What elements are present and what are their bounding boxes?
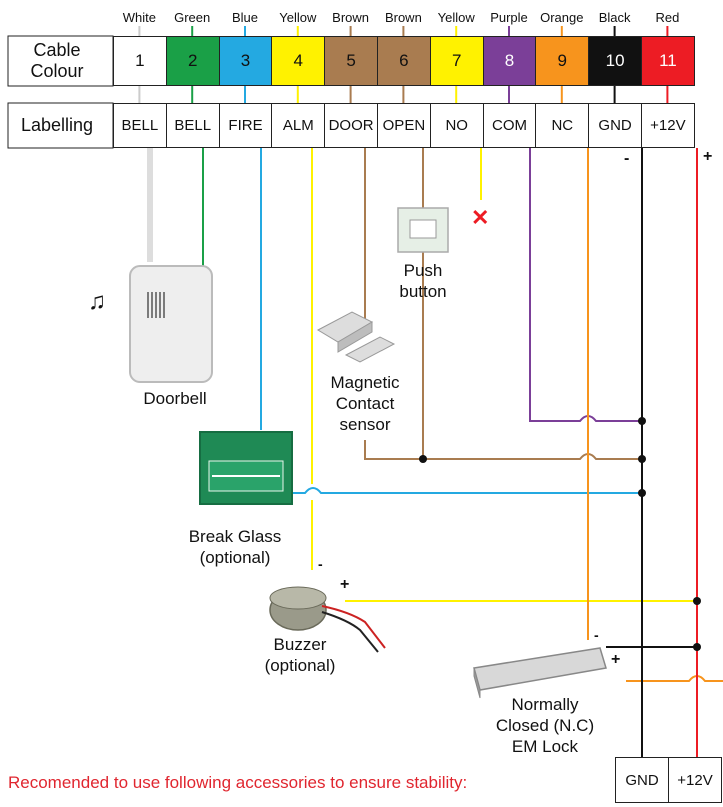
break-glass-label: Break Glass (optional) bbox=[188, 527, 282, 567]
cable-color-name: Red bbox=[655, 10, 680, 25]
cable-number-cell: 3 bbox=[218, 36, 273, 86]
junction-dot bbox=[638, 417, 646, 425]
em-lock-end bbox=[473, 667, 481, 699]
cable-number-cell: 1 bbox=[113, 36, 167, 86]
cable-number-cell: 4 bbox=[271, 36, 326, 86]
magnetic-contact-part bbox=[344, 336, 396, 363]
cable-label-cell: BELL bbox=[113, 103, 167, 148]
buzzer-top bbox=[269, 586, 327, 610]
junction-dot bbox=[638, 489, 646, 497]
magnetic-contact-part bbox=[337, 321, 373, 353]
doorbell-label: Doorbell bbox=[143, 389, 207, 408]
cable-label-cell: OPEN bbox=[377, 103, 431, 148]
junction-dot bbox=[419, 455, 427, 463]
cable-number-cell: 11 bbox=[641, 36, 695, 86]
cable-label-cell: NC bbox=[535, 103, 590, 148]
cable-label-cell: GND bbox=[588, 103, 642, 148]
buzzer-wire bbox=[321, 605, 386, 649]
labelling-header: Labelling bbox=[20, 115, 94, 135]
cable-number-cell: 9 bbox=[535, 36, 590, 86]
cable-color-name: Yellow bbox=[437, 10, 475, 25]
cable-color-name: Yellow bbox=[279, 10, 317, 25]
cable-color-name: Blue bbox=[231, 10, 259, 25]
wire bbox=[529, 148, 642, 422]
buzzer-minus-sign: - bbox=[318, 556, 323, 572]
wire bbox=[292, 487, 642, 494]
cable-label-cell: +12V bbox=[641, 103, 695, 148]
cable-label-cell: COM bbox=[482, 103, 537, 148]
v12-plus-sign: + bbox=[703, 148, 713, 165]
cable-color-name: Purple bbox=[490, 10, 528, 25]
lock-plus-sign: + bbox=[611, 651, 621, 668]
cable-number-cell: 6 bbox=[377, 36, 431, 86]
accessories-note: Recomended to use following accessories … bbox=[8, 773, 468, 792]
cable-number-cell: 2 bbox=[165, 36, 220, 86]
push-button-label: Push button bbox=[399, 261, 447, 301]
cable-color-name: Black bbox=[598, 10, 631, 25]
wire bbox=[364, 440, 642, 460]
em-lock-device bbox=[473, 647, 607, 691]
cable-color-name: White bbox=[122, 10, 156, 25]
junction-dot bbox=[638, 455, 646, 463]
junction-dot bbox=[693, 597, 701, 605]
gnd-minus-sign: - bbox=[624, 150, 630, 167]
em-lock-label: Normally Closed (N.C) EM Lock bbox=[495, 695, 595, 756]
cable-color-name: Brown bbox=[384, 10, 422, 25]
cable-color-name: Brown bbox=[332, 10, 370, 25]
cable-label-cell: NO bbox=[429, 103, 484, 148]
no-connection-mark: ✕ bbox=[471, 205, 490, 230]
cable-color-name: Orange bbox=[540, 10, 584, 25]
buzzer-wire bbox=[321, 611, 379, 653]
push-button-key bbox=[409, 219, 437, 239]
lock-minus-sign: - bbox=[594, 627, 599, 643]
buzzer-label: Buzzer (optional) bbox=[264, 635, 336, 675]
cable-number-cell: 7 bbox=[429, 36, 484, 86]
wire bbox=[626, 675, 723, 682]
doorbell-device bbox=[129, 265, 213, 383]
buzzer-plus-sign: + bbox=[340, 576, 350, 593]
v12-terminal: +12V bbox=[668, 757, 722, 803]
magnetic-sensor-label: Magnetic Contact sensor bbox=[330, 373, 400, 434]
cable-number-cell: 10 bbox=[588, 36, 642, 86]
cable-number-cell: 8 bbox=[482, 36, 537, 86]
cable-label-cell: DOOR bbox=[324, 103, 378, 148]
cable-colour-header: Cable Colour bbox=[30, 40, 84, 81]
cable-label-cell: FIRE bbox=[218, 103, 273, 148]
cable-color-name: Green bbox=[174, 10, 211, 25]
cable-number-cell: 5 bbox=[324, 36, 378, 86]
gnd-terminal: GND bbox=[615, 757, 669, 803]
cable-label-cell: ALM bbox=[271, 103, 326, 148]
cable-label-cell: BELL bbox=[165, 103, 220, 148]
music-note-icon: ♫ bbox=[88, 288, 106, 315]
